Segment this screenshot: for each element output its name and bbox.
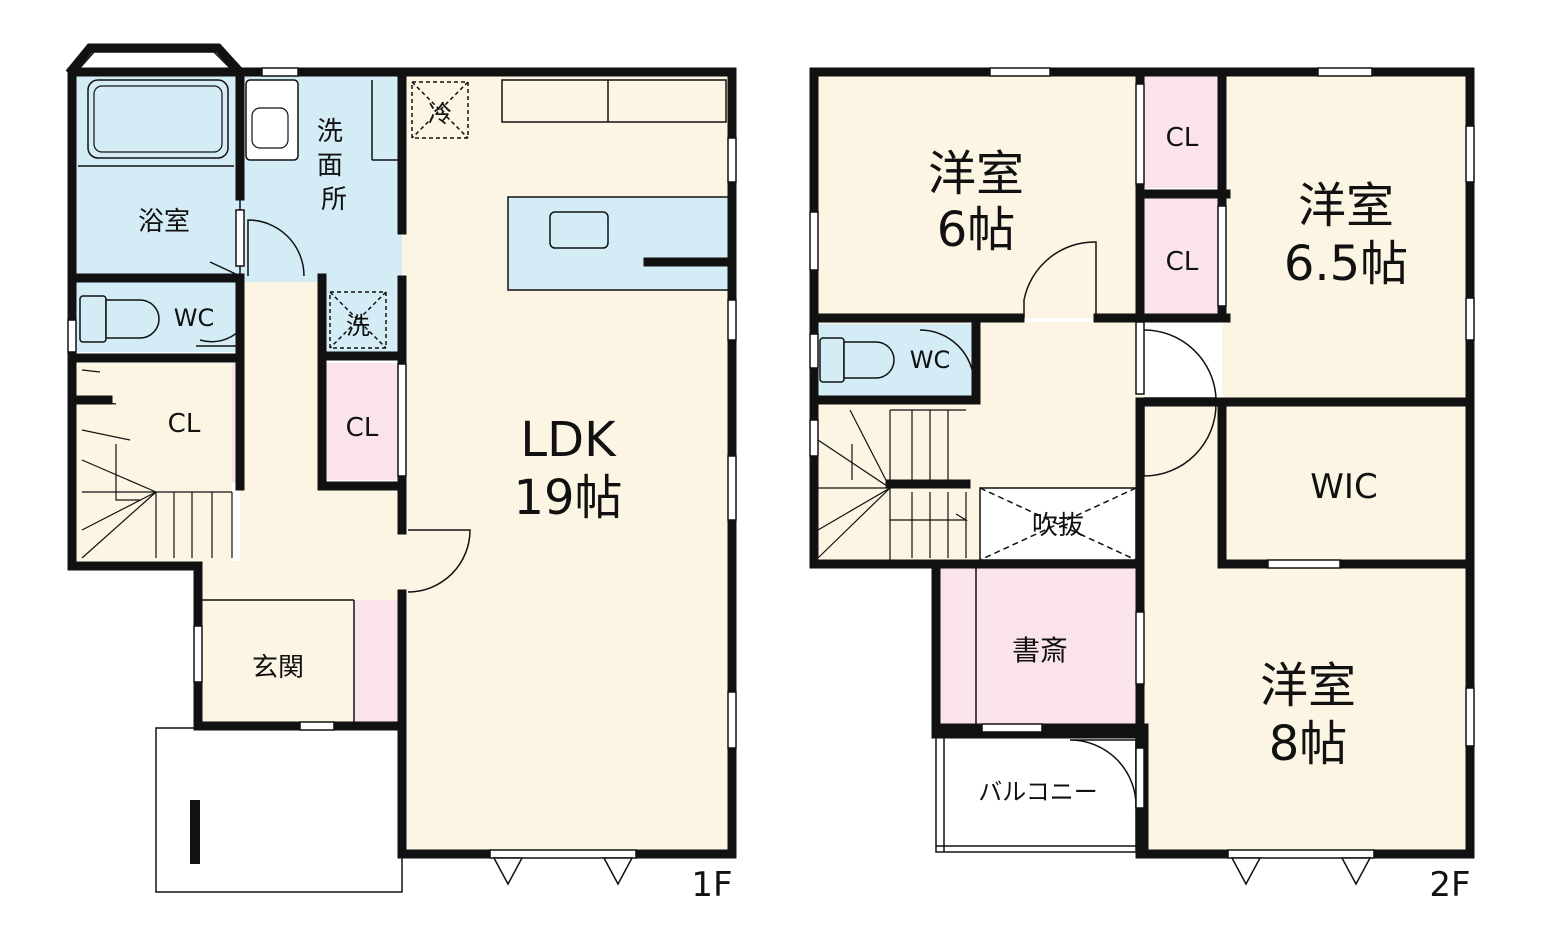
washer-icon [329,291,387,349]
windows-2f [809,67,1475,886]
washroom-char-3: 所 [321,185,347,215]
ldk-size-label: 19帖 [513,470,622,526]
washer-label: 洗 [346,312,370,340]
toilet-icon [79,295,107,343]
closet-stair-label: CL [168,409,201,439]
western1-size-label: 6帖 [937,202,1016,258]
fridge-icon [411,81,469,139]
void-label: 吹抜 [1032,511,1084,541]
closet-hall-label: CL [346,413,379,443]
toilet-2f-icon [819,337,845,383]
bath-label: 浴室 [138,207,190,237]
entrance [200,604,354,724]
kitchen-counter [507,196,731,291]
stairs-2f [817,409,969,560]
wc-1f-label: WC [174,304,215,332]
washroom-char-1: 洗 [317,117,343,147]
floor-1f-label: 1F [691,865,732,905]
floor-2f: 洋室 6帖 CL CL 洋室 6.5帖 WC 吹抜 WIC 書斎 洋室 8帖 バ… [809,67,1475,905]
study-label: 書斎 [1012,634,1068,667]
wc-2f-label: WC [910,346,951,374]
closet-hall-1f [322,363,402,480]
bathtub-icon [87,79,229,159]
closet-a-2f [1144,76,1222,188]
balcony-label: バルコニー [978,778,1098,806]
western3-size-label: 8帖 [1269,716,1348,772]
ldk-name-label: LDK [520,412,617,468]
windows-1f [67,67,737,886]
western-room-1 [814,72,1138,318]
balcony [935,733,1137,853]
western1-name-label: 洋室 [928,146,1024,202]
study [940,568,1136,728]
wash-basin-icon [245,79,299,161]
floor-1f: 浴室 洗 面 所 冷 洗 WC CL CL LDK 19帖 玄関 1F [65,43,737,905]
sink-icon [549,211,609,249]
shoe-closet [354,600,402,724]
western2-size-label: 6.5帖 [1284,236,1408,292]
western2-name-label: 洋室 [1298,178,1394,234]
washroom-label: 洗 面 所 [317,117,351,215]
cupboard [501,79,727,123]
washroom-char-2: 面 [317,151,343,181]
western3-name-label: 洋室 [1260,658,1356,714]
fridge-label: 冷 [428,100,452,128]
entrance-label: 玄関 [252,653,304,683]
closet-b-2f [1144,198,1222,316]
closet-a-label: CL [1166,123,1199,153]
floor-2f-label: 2F [1429,865,1470,905]
wic-label: WIC [1310,467,1377,507]
closet-b-label: CL [1166,247,1199,277]
stair-1f [72,363,232,561]
western-room-2 [1222,72,1470,402]
